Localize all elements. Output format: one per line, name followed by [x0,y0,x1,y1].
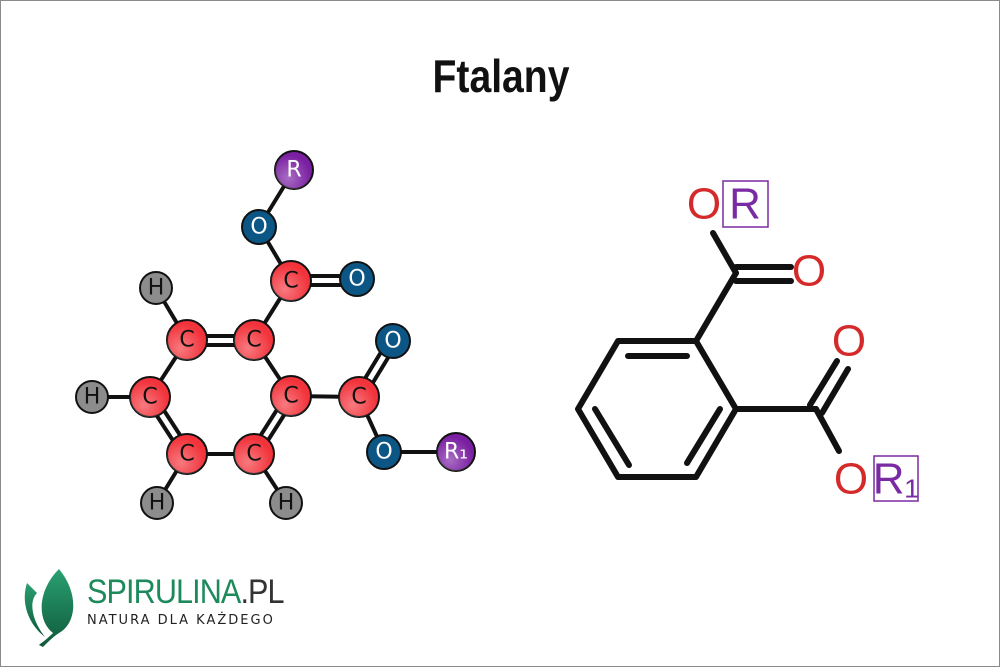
skeletal-oxygen: O [832,317,866,366]
r1-box [873,455,919,502]
svg-text:O: O [384,329,401,354]
svg-text:R₁: R₁ [444,440,468,465]
atom-hydrogen: H [140,486,174,520]
skeletal-r: R [729,180,761,229]
leaf-logo-icon [24,569,74,647]
atom-oxygen: O [366,434,402,470]
atom-carbon: C [233,433,275,475]
svg-text:H: H [149,491,166,516]
svg-text:C: C [142,385,157,410]
svg-text:H: H [84,385,101,410]
svg-text:C: C [283,384,298,409]
atom-hydrogen: H [269,486,303,520]
atom-r: R [274,150,314,190]
atom-carbon: C [166,319,208,361]
atom-hydrogen: H [75,380,109,414]
atom-r1: R₁ [436,432,476,472]
atom-carbon: C [270,260,312,302]
atom-carbon: C [270,375,312,417]
atom-hydrogen: H [139,271,173,305]
svg-text:H: H [148,276,165,301]
atom-oxygen: O [339,261,375,297]
skeletal-labels: O R O O O R₁ [687,180,919,504]
svg-text:O: O [250,215,267,240]
skeletal-bonds [575,230,851,480]
page-title: Ftalany [432,50,570,102]
svg-text:C: C [246,442,261,467]
atom-carbon: C [166,433,208,475]
svg-text:O: O [348,267,365,292]
svg-text:C: C [283,269,298,294]
brand-name: SPIRULINA.PL [87,573,285,611]
svg-text:C: C [179,328,194,353]
skeletal-oxygen: O [687,180,721,229]
ball-model-atoms: R O C O H C C H C C C O C C O R₁ H H [75,150,476,520]
skeletal-oxygen: O [834,455,868,504]
svg-text:C: C [179,442,194,467]
svg-text:C: C [351,385,366,410]
skeletal-r1: R₁ [873,455,920,504]
atom-carbon: C [233,319,275,361]
atom-carbon: C [129,376,171,418]
r-box [722,180,769,228]
svg-text:C: C [246,328,261,353]
atom-oxygen: O [375,323,411,359]
skeletal-oxygen: O [792,247,826,296]
atom-carbon: C [338,376,380,418]
svg-text:H: H [278,491,295,516]
brand-tagline: NATURA DLA KAŻDEGO [87,613,275,628]
atom-oxygen: O [241,209,277,245]
svg-text:O: O [375,440,392,465]
svg-text:R: R [286,158,301,183]
